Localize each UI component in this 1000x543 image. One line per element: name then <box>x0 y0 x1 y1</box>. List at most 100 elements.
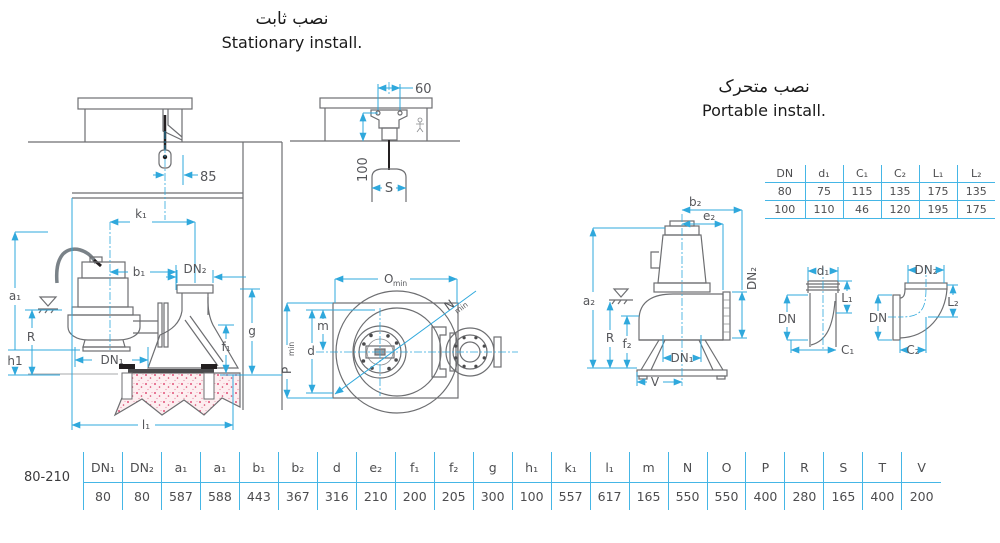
dim-85-label: 85 <box>200 170 217 185</box>
cell-value: 588 <box>199 482 240 510</box>
cell-value: 210 <box>355 482 396 510</box>
col-header: R <box>784 452 824 483</box>
pump-outline <box>54 247 240 369</box>
cell-value: 617 <box>589 482 630 510</box>
cell-value: 316 <box>316 482 357 510</box>
hose-elbow-dimensions: d₁ DN L₁ C₁ <box>778 264 854 357</box>
portable-install-diagram: b₂ e₂ DN₂ a₂ R f₂ DN₁ V <box>583 195 759 389</box>
cell-value: 115 <box>842 182 881 201</box>
stationary-heading: نصب ثابت Stationary install. <box>212 6 372 54</box>
elbow-dimensions-table: DN d₁ C₁ C₂ L₁ L₂ 80 75 115 135 175 135 … <box>765 165 995 219</box>
person-icon <box>416 117 424 133</box>
table-row: 100 110 46 120 195 175 <box>765 200 995 219</box>
cell-value: 165 <box>628 482 669 510</box>
cell-value: 135 <box>880 182 919 201</box>
dim-dn1-label: DN₁ <box>100 353 123 367</box>
col-header: V <box>901 452 941 483</box>
dim-f1-label: f₁ <box>221 340 230 354</box>
dim-table-value-row: 80 80 587 588 443 367 316 210 200 205 30… <box>83 482 941 510</box>
flanged-elbow-dimensions: DN₂ L₂ DN C₂ <box>869 263 959 357</box>
col-header: k₁ <box>550 452 591 483</box>
plan-view-diagram: O min N min P min d m <box>280 272 518 414</box>
dim-c2-label: C₂ <box>906 343 919 357</box>
cell-value: 165 <box>823 482 863 510</box>
dim-dn2-label: DN₂ <box>183 262 206 276</box>
col-header: C₁ <box>842 165 881 183</box>
dim-m-label: m <box>317 319 329 333</box>
col-header: S <box>823 452 863 483</box>
col-header: f₁ <box>394 452 435 483</box>
dim-v-label: V <box>651 375 660 389</box>
dim-omin-sub: min <box>393 279 407 288</box>
stationary-title-farsi: نصب ثابت <box>255 9 329 29</box>
cell-value: 46 <box>842 200 881 219</box>
col-header: DN <box>765 165 805 183</box>
dim-b1-label: b₁ <box>133 265 146 279</box>
dim-c1-label: C₁ <box>841 343 854 357</box>
cell-value: 400 <box>862 482 902 510</box>
cell-value: 443 <box>238 482 279 510</box>
dim-pmin-label: P <box>280 367 294 374</box>
dim-d1-label: d₁ <box>817 264 830 278</box>
col-header: L₂ <box>956 165 995 183</box>
plan-dimensions: O min N min P min d m <box>280 272 518 399</box>
dim-60-label: 60 <box>415 82 432 97</box>
cell-value: 587 <box>160 482 201 510</box>
cell-value: 100 <box>511 482 552 510</box>
dim-h1-label: h1 <box>7 354 22 368</box>
col-header: P <box>745 452 785 483</box>
col-header: N <box>667 452 707 483</box>
cell-value: 550 <box>706 482 746 510</box>
col-header: m <box>628 452 669 483</box>
cell-value: 205 <box>433 482 474 510</box>
stationary-dimensions: 85 k₁ b₁ DN₂ a₁ h1 R <box>7 131 282 432</box>
table-row: 80 75 115 135 175 135 <box>765 182 995 201</box>
dim-e2-label: e₂ <box>703 209 715 223</box>
col-header: h₁ <box>511 452 552 483</box>
col-header: d <box>316 452 357 483</box>
water-level-icon <box>38 296 58 314</box>
col-header: f₂ <box>433 452 474 483</box>
col-header: e₂ <box>355 452 396 483</box>
dim-f2-label: f₂ <box>622 337 631 351</box>
dim-r-portable-label: R <box>606 331 614 345</box>
cell-value: 135 <box>956 182 995 201</box>
cell-value: 557 <box>550 482 591 510</box>
hoist-dimensions: 60 100 S <box>356 82 432 196</box>
portable-heading: نصب متحرک Portable install. <box>684 74 844 122</box>
dim-dn-hose-label: DN <box>778 312 796 326</box>
col-header: b₂ <box>277 452 318 483</box>
cell-value: 110 <box>804 200 843 219</box>
cell-value: 80 <box>83 482 123 510</box>
dim-k1-label: k₁ <box>135 207 147 221</box>
dim-pmin-sub: min <box>287 342 296 356</box>
bracket-structure <box>290 97 460 202</box>
cell-value: 200 <box>394 482 435 510</box>
cell-value: 367 <box>277 482 318 510</box>
cell-value: 100 <box>765 200 805 219</box>
col-header: O <box>706 452 746 483</box>
pump-model-label: 80-210 <box>24 470 71 485</box>
col-header: a₁ <box>199 452 240 483</box>
stationary-install-diagram: 85 k₁ b₁ DN₂ a₁ h1 R <box>7 97 283 432</box>
dim-l1-label: l₁ <box>142 418 150 432</box>
pit-structure <box>28 97 283 410</box>
dim-r-label: R <box>27 330 35 344</box>
concrete-foundation <box>113 364 241 417</box>
dim-b2-label: b₂ <box>689 195 702 209</box>
dim-g-label: g <box>248 324 256 338</box>
col-header: g <box>472 452 513 483</box>
dim-l2-label: L₂ <box>947 295 959 309</box>
portable-title-english: Portable install. <box>701 101 827 120</box>
col-header: DN₁ <box>83 452 123 483</box>
cell-value: 550 <box>667 482 707 510</box>
water-level-icon-portable <box>609 288 633 305</box>
cell-value: 400 <box>745 482 785 510</box>
dim-s-label: S <box>385 181 393 196</box>
col-header: C₂ <box>880 165 919 183</box>
dim-100-label: 100 <box>356 157 371 182</box>
dim-a1-label: a₁ <box>9 289 21 303</box>
dim-nmin-sub: min <box>453 300 470 316</box>
cell-value: 175 <box>956 200 995 219</box>
